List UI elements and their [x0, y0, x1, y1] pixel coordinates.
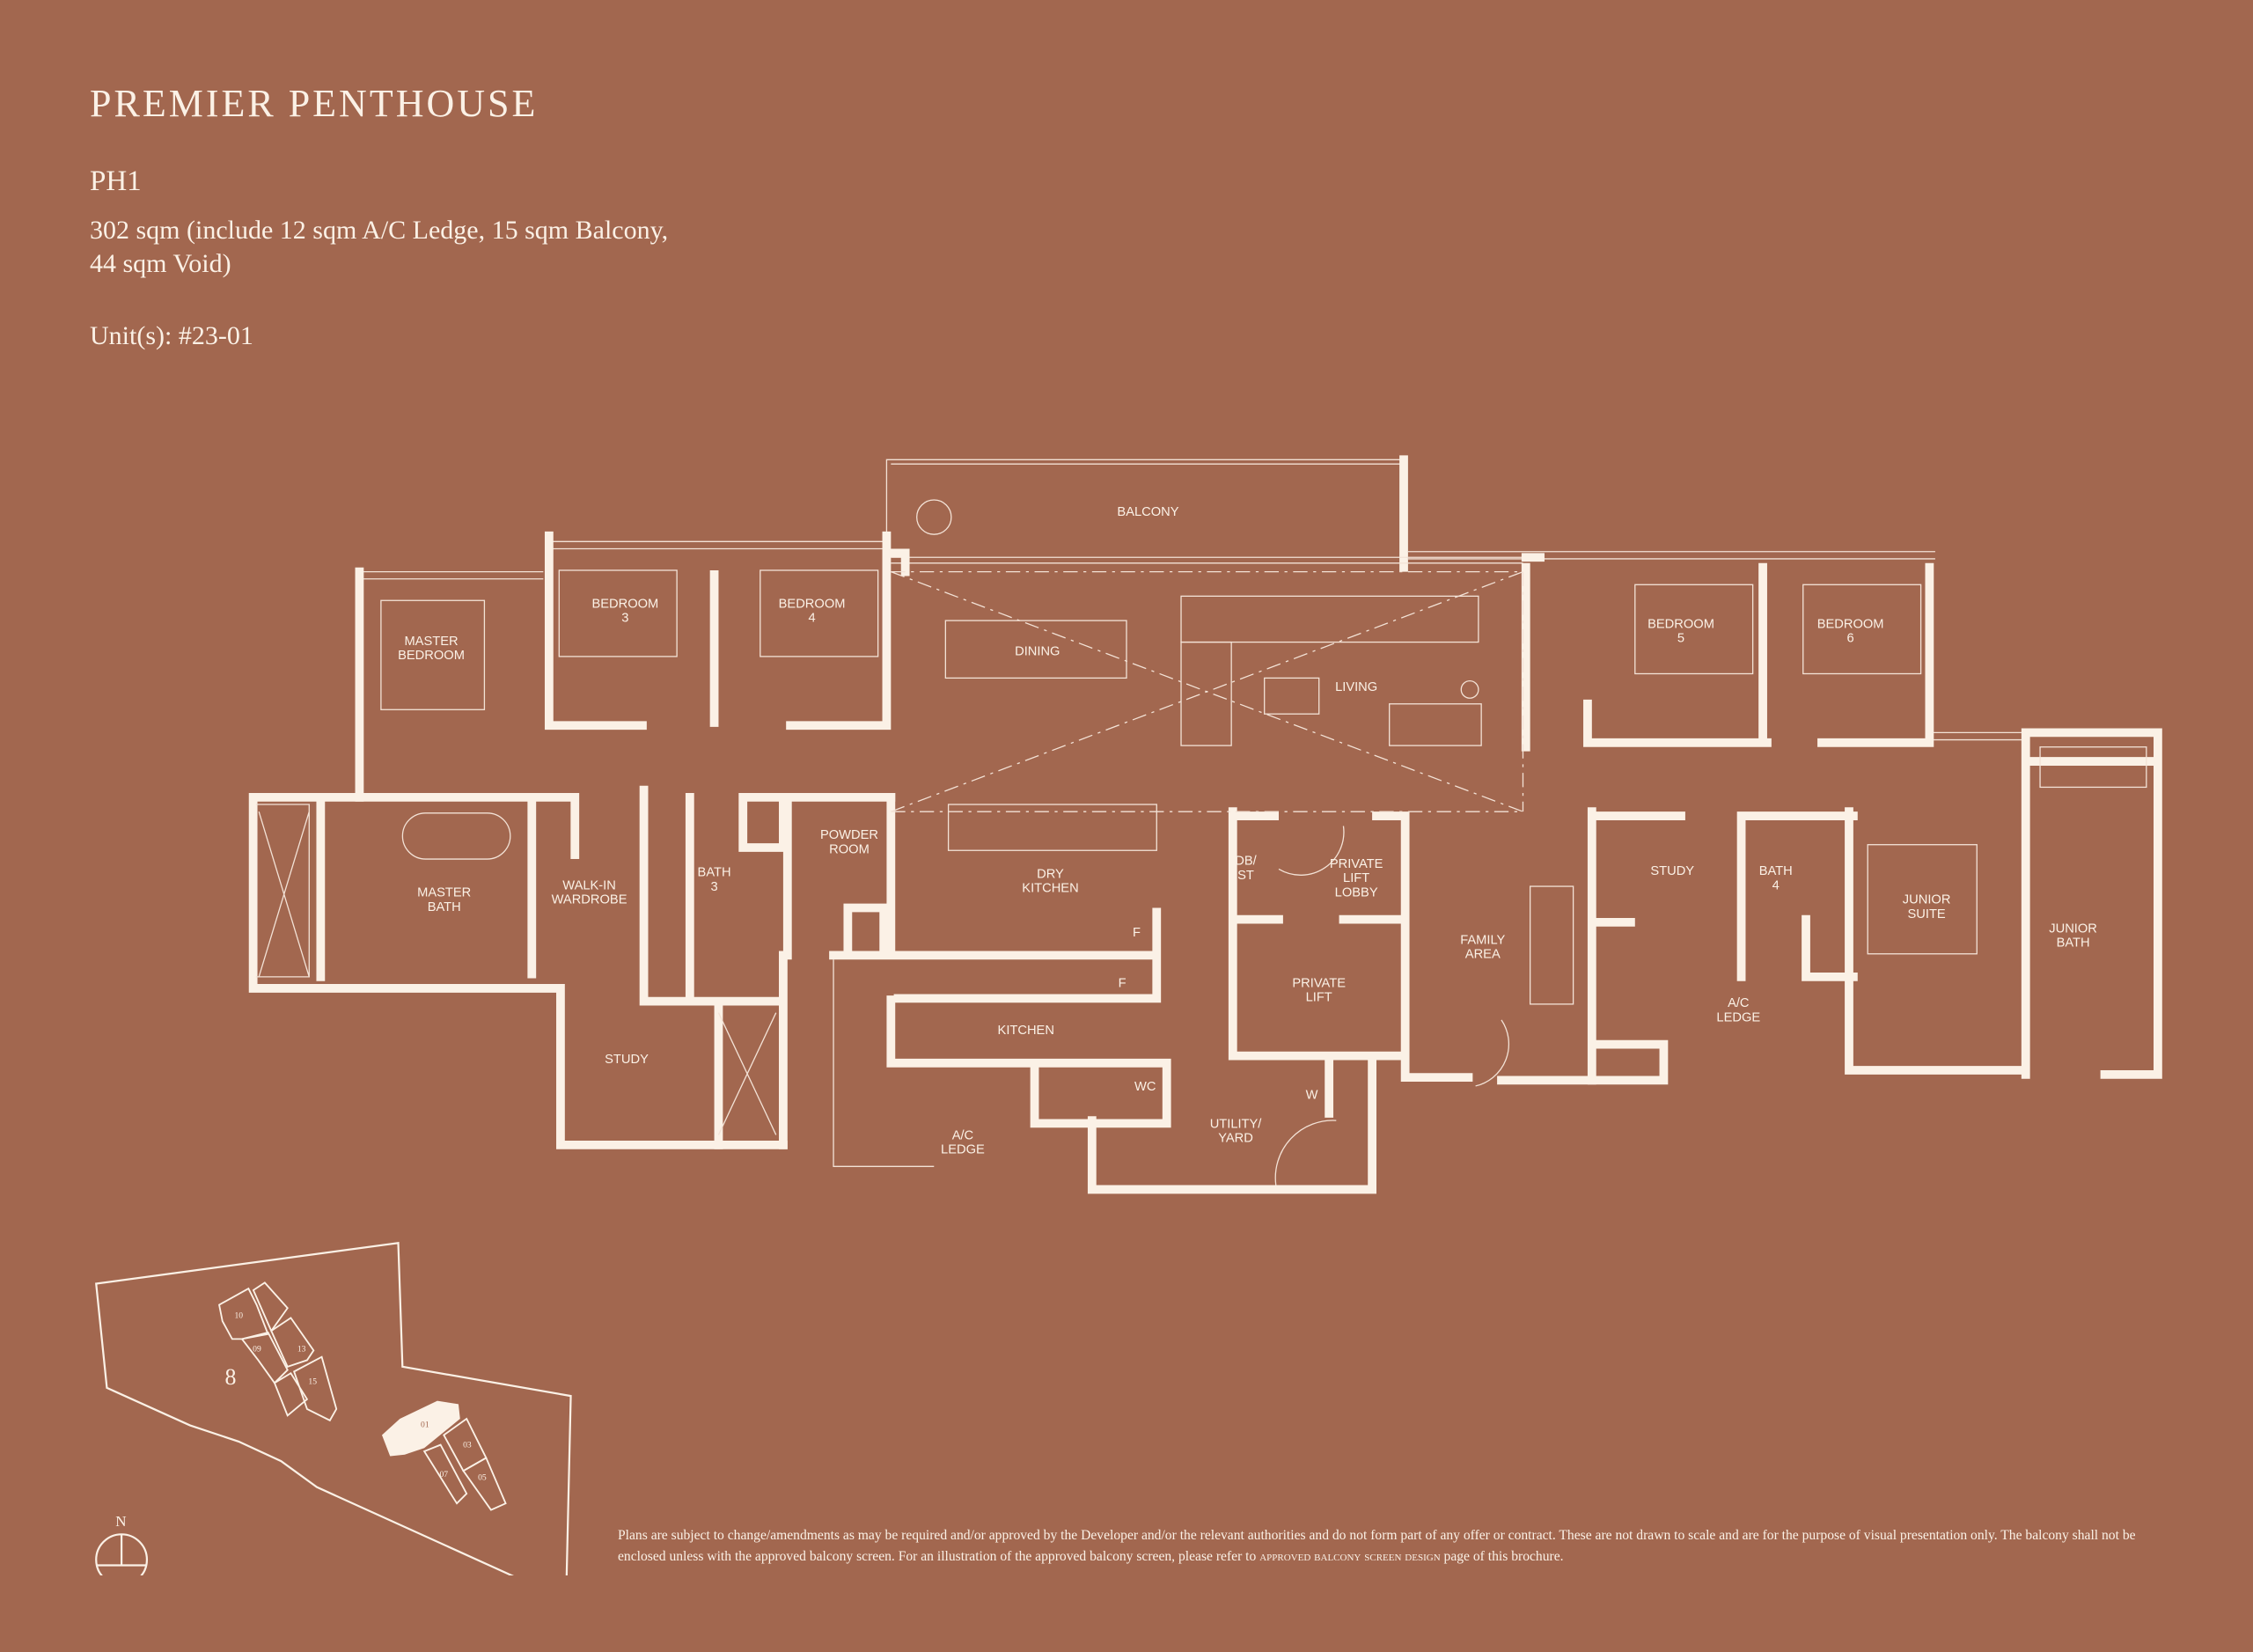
void-outline: [891, 570, 1524, 812]
area-line-1: 302 sqm (include 12 sqm A/C Ledge, 15 sq…: [90, 216, 669, 245]
tower-8-outline: [218, 1281, 338, 1422]
area-line-2: 44 sqm Void): [90, 249, 231, 278]
site-unit-label: 13: [297, 1344, 306, 1354]
disclaimer: Plans are subject to change/amendments a…: [618, 1525, 2145, 1568]
site-plan: 8 10 09 13 15 01 03 07 05 N: [95, 1242, 572, 1575]
walls: [248, 455, 2162, 1194]
room-label-utility-yard: UTILITY/YARD: [1210, 1117, 1263, 1145]
unit-numbers: Unit(s): #23-01: [90, 321, 253, 350]
tower-1-outline: [422, 1417, 507, 1511]
room-label-study: STUDY: [1650, 864, 1694, 878]
room-label-washer: W: [1306, 1089, 1318, 1103]
site-boundary: [95, 1242, 572, 1575]
fridge-label: F: [1119, 976, 1126, 990]
north-label: N: [115, 1513, 126, 1530]
north-arrow-icon: [95, 1533, 149, 1575]
room-label-dining: DINING: [1015, 644, 1060, 658]
unit-type: PH1: [90, 165, 142, 197]
site-unit-label-highlighted: 01: [421, 1421, 429, 1430]
disclaimer-reference: approved balcony screen design: [1259, 1549, 1441, 1564]
site-unit-label: 15: [308, 1377, 317, 1386]
disclaimer-text: Plans are subject to change/amendments a…: [618, 1528, 2136, 1564]
site-unit-label: 07: [439, 1470, 448, 1479]
page-title: PREMIER PENTHOUSE: [90, 82, 539, 125]
room-label-balcony: BALCONY: [1117, 505, 1178, 519]
room-label-study-left: STUDY: [605, 1053, 649, 1067]
disclaimer-text-end: page of this brochure.: [1443, 1549, 1564, 1564]
block-number: 8: [225, 1364, 237, 1390]
fridge-label: F: [1133, 926, 1141, 940]
site-unit-label: 03: [463, 1441, 472, 1450]
tower-01-highlight: [382, 1400, 460, 1457]
room-label-kitchen: KITCHEN: [998, 1024, 1054, 1038]
site-unit-label: 09: [253, 1344, 261, 1354]
site-unit-label: 05: [478, 1473, 487, 1483]
site-unit-label: 10: [234, 1311, 243, 1320]
room-label-living: LIVING: [1335, 680, 1377, 694]
room-label-db-st: DB/ST: [1235, 855, 1257, 883]
furniture: [380, 499, 2147, 1186]
room-label-wc: WC: [1134, 1080, 1156, 1094]
